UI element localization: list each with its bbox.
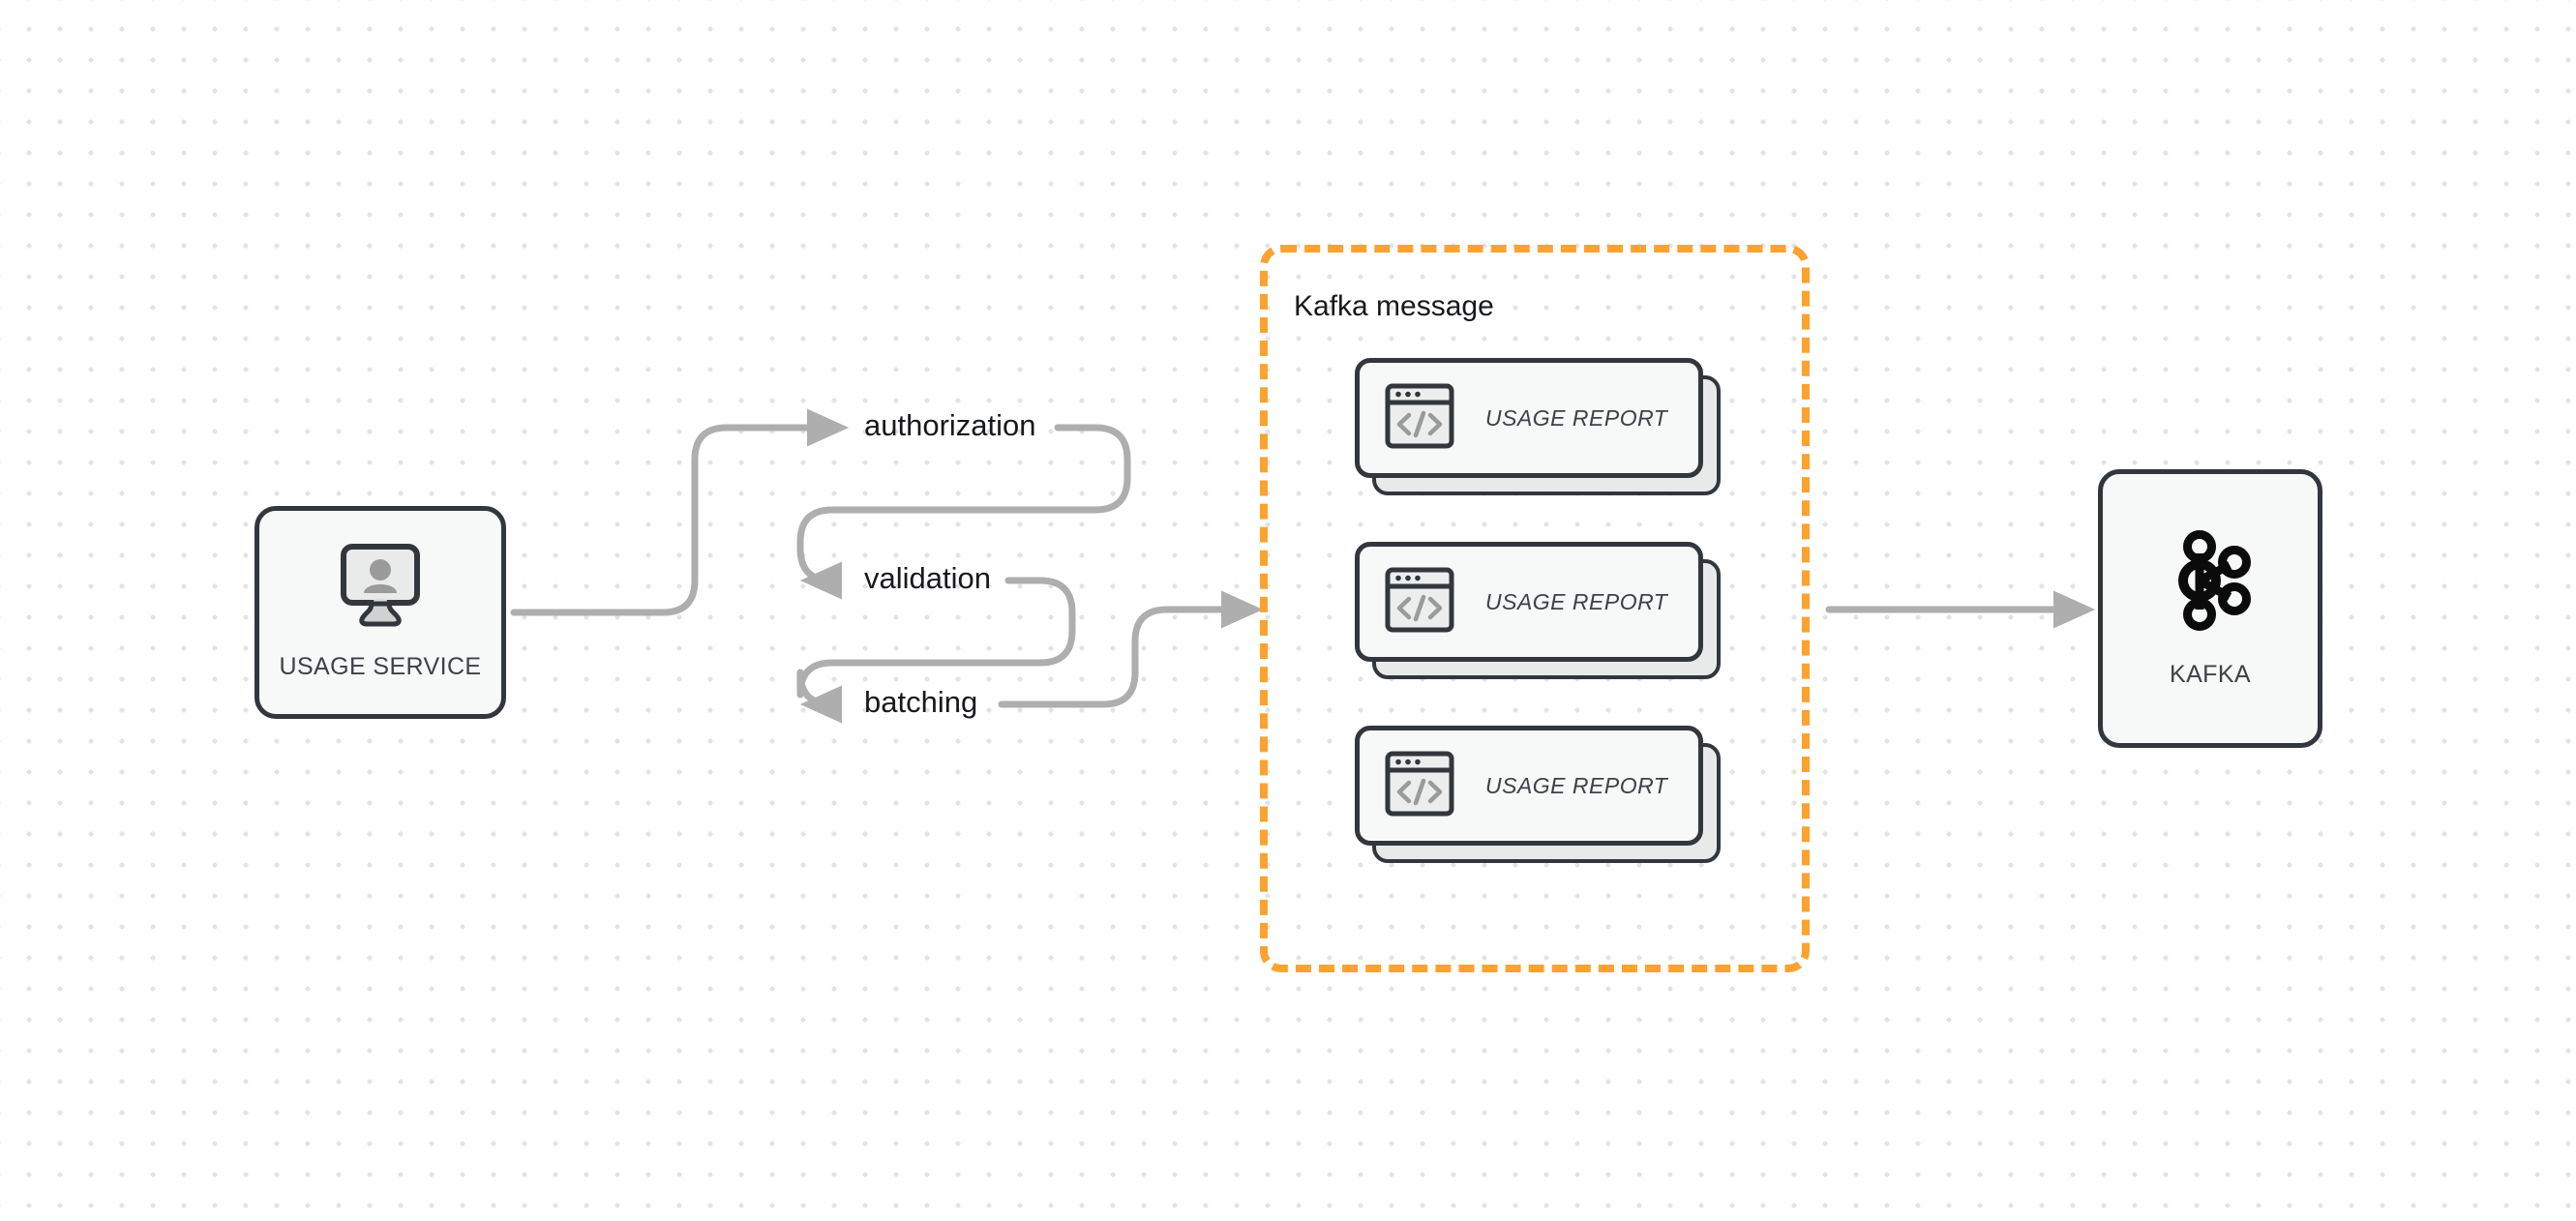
- node-usage-service-label: USAGE SERVICE: [279, 653, 482, 680]
- step-label-validation: validation: [864, 561, 991, 595]
- usage-report-card-label: USAGE REPORT: [1485, 772, 1668, 798]
- usage-report-card[interactable]: USAGE REPORT: [1355, 726, 1721, 863]
- card-face[interactable]: USAGE REPORT: [1355, 726, 1703, 846]
- kafka-logo-icon: [2166, 528, 2255, 638]
- usage-report-card[interactable]: USAGE REPORT: [1355, 542, 1721, 679]
- kafka-message-title: Kafka message: [1294, 290, 1494, 322]
- node-usage-service[interactable]: USAGE SERVICE: [255, 506, 506, 719]
- node-kafka-label: KAFKA: [2170, 661, 2251, 688]
- connector-authorization-to-validation: [796, 424, 1131, 600]
- node-kafka[interactable]: KAFKA: [2098, 469, 2322, 748]
- card-face[interactable]: USAGE REPORT: [1355, 542, 1703, 662]
- usage-report-card-label: USAGE REPORT: [1485, 404, 1668, 431]
- code-window-icon: [1385, 383, 1454, 454]
- usage-report-card[interactable]: USAGE REPORT: [1355, 358, 1721, 495]
- card-face[interactable]: USAGE REPORT: [1355, 358, 1703, 478]
- code-window-icon: [1385, 567, 1454, 638]
- usage-report-card-label: USAGE REPORT: [1485, 588, 1668, 614]
- connector-usage-service-to-authorization: [510, 408, 850, 616]
- monitor-user-icon: [335, 544, 426, 632]
- kafka-message-group: [1260, 245, 1810, 972]
- code-window-icon: [1385, 751, 1454, 821]
- step-label-authorization: authorization: [864, 408, 1036, 442]
- step-label-batching: batching: [864, 685, 978, 719]
- connector-batching-to-kafka-message: [998, 590, 1264, 708]
